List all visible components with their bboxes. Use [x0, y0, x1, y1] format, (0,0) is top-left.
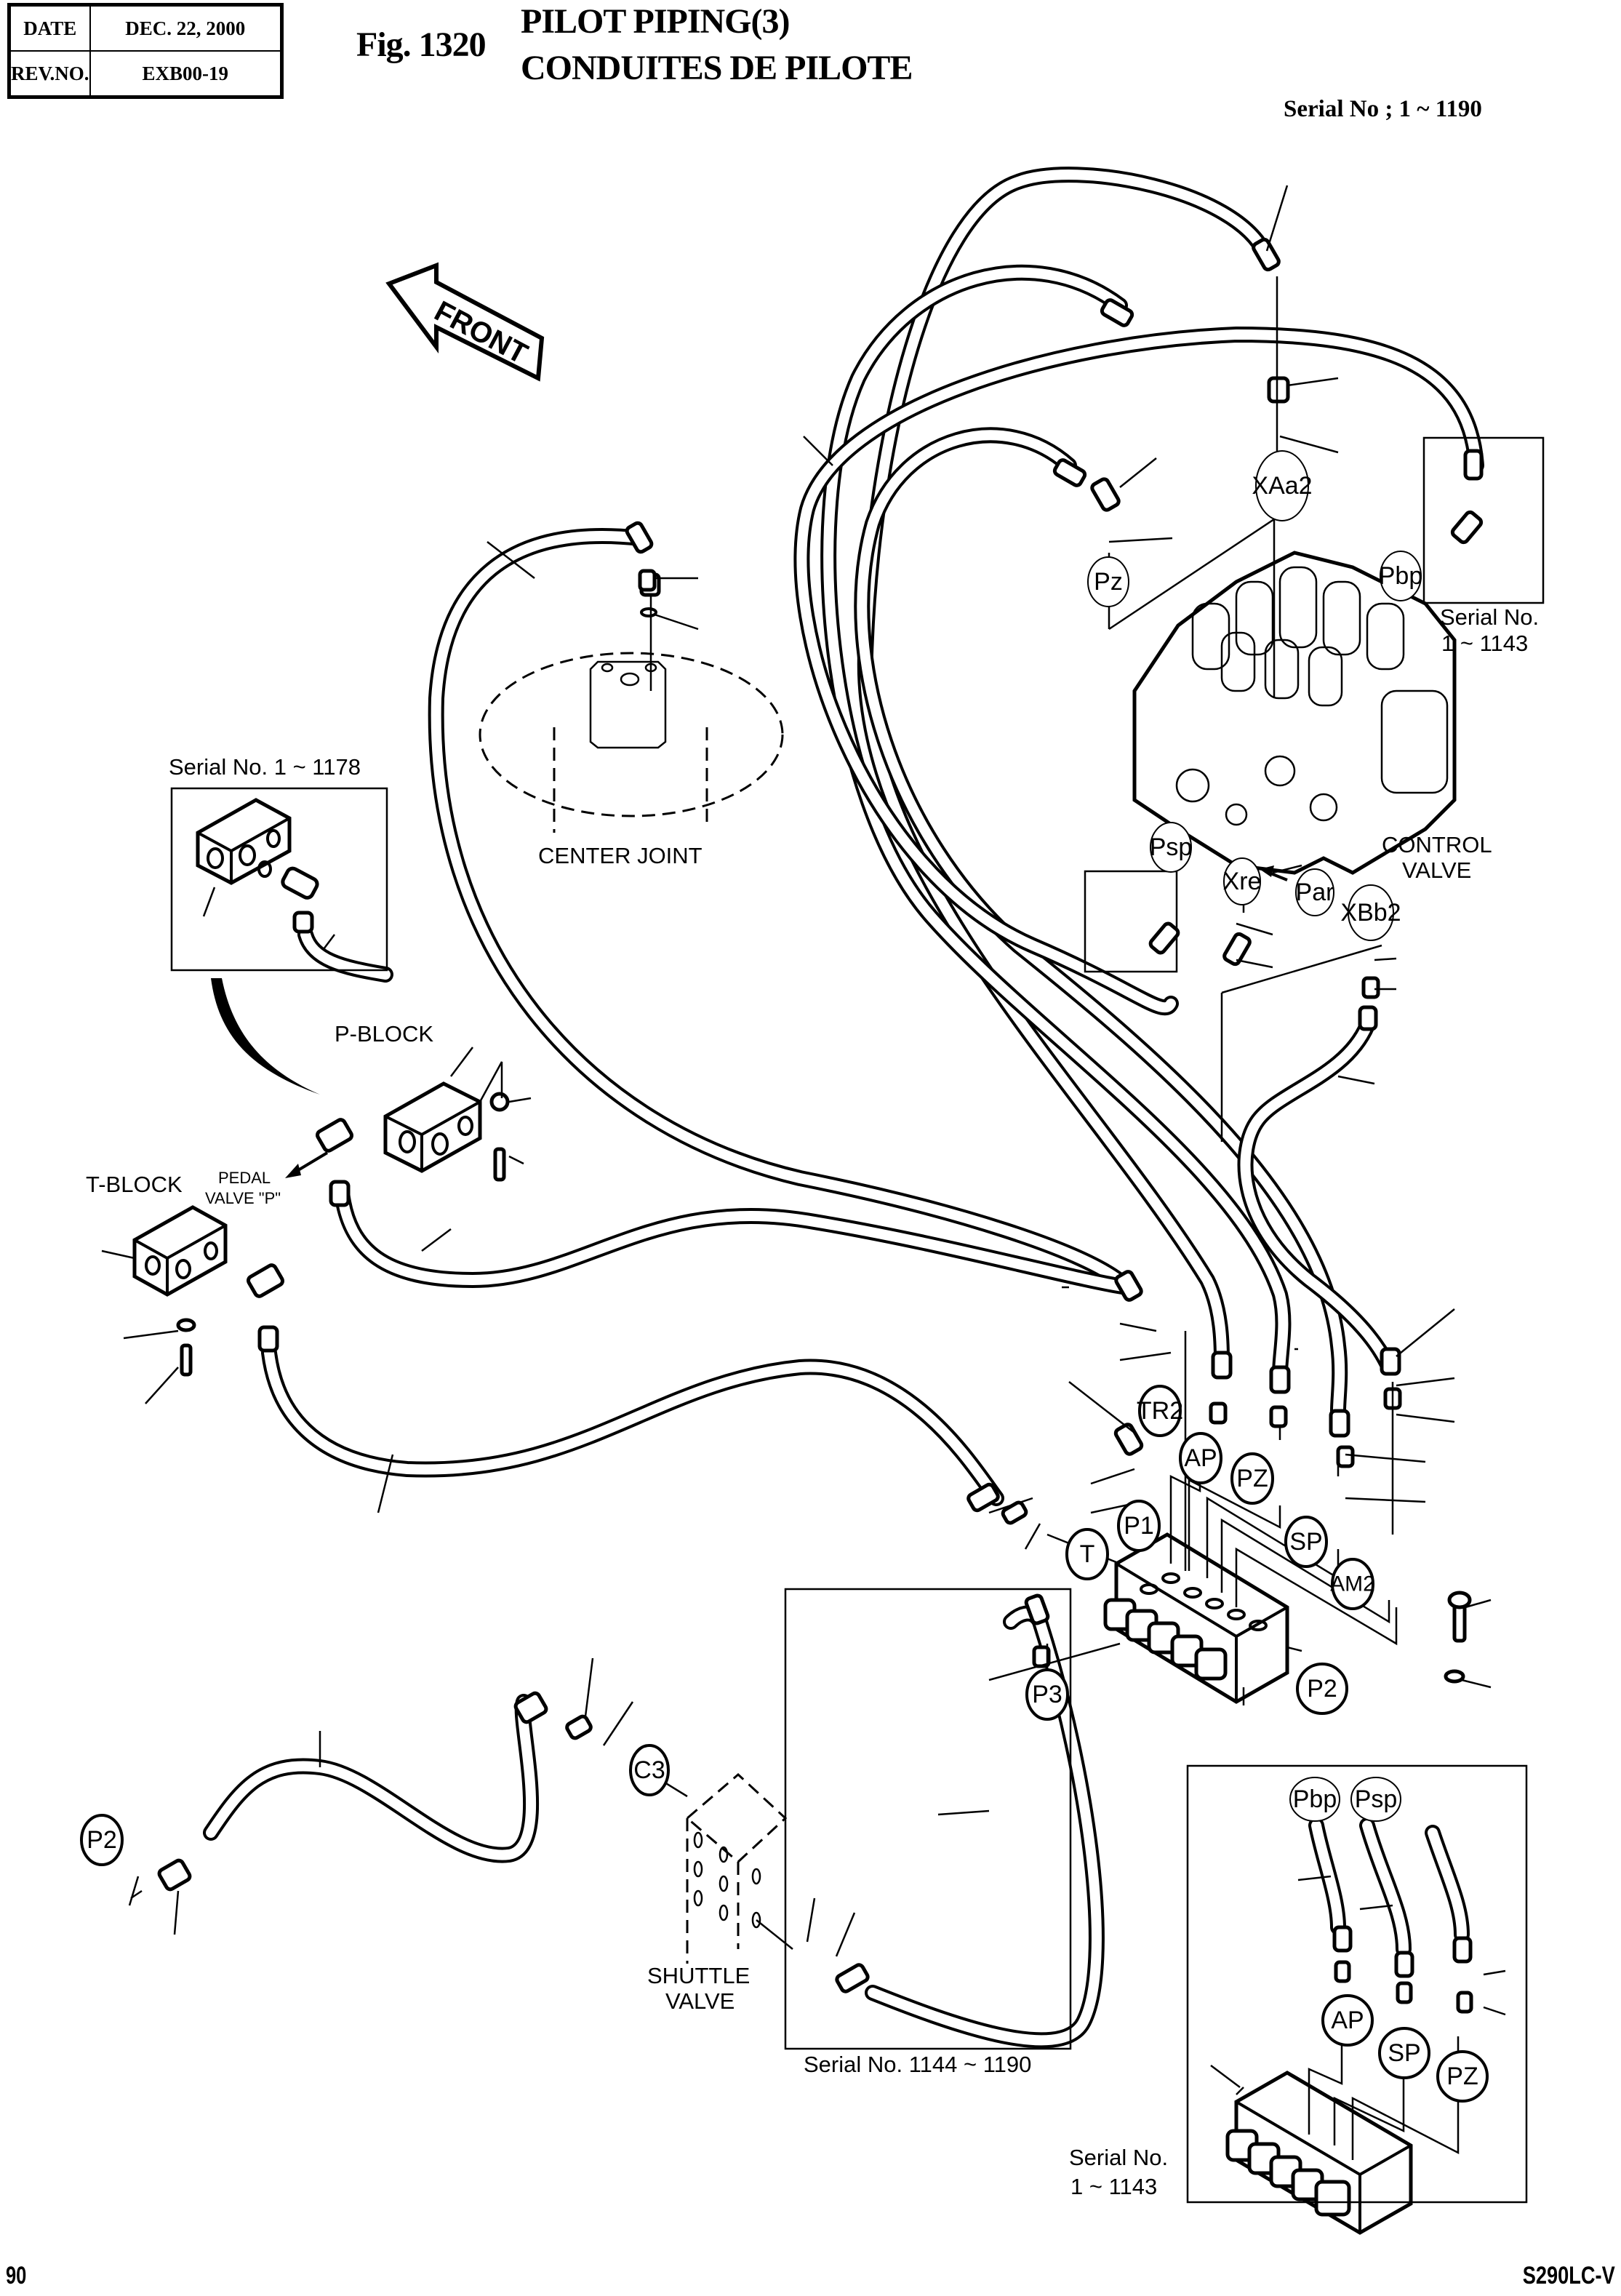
- callout-par: Par: [1295, 868, 1334, 916]
- shuttle-valve-label-line1: SHUTTLE: [647, 1963, 751, 1988]
- callout-p2-manifold: P2: [1296, 1663, 1348, 1715]
- center-joint: [479, 572, 784, 833]
- svg-text:Psp: Psp: [1150, 833, 1193, 861]
- date-value: DEC. 22, 2000: [89, 4, 283, 52]
- model-number: S290LC-V: [1523, 2262, 1615, 2289]
- svg-text:P3: P3: [1032, 1681, 1062, 1708]
- shuttle-valve-label-line2: VALVE: [665, 1988, 735, 2014]
- figure-number: Fig. 1320: [356, 25, 487, 64]
- inset-frame-pbp-fitting: [1422, 436, 1545, 604]
- callout-inset-pbp: Pbp: [1289, 1777, 1340, 1822]
- hose-top-loop-2: [820, 264, 1292, 1383]
- svg-text:TR2: TR2: [1137, 1397, 1183, 1425]
- fittings: [157, 237, 1484, 2014]
- callout-am2: AM2: [1330, 1558, 1375, 1610]
- front-arrow-icon: FRONT: [385, 262, 545, 382]
- callout-p2-left: P2: [80, 1814, 124, 1866]
- control-valve: [1132, 551, 1457, 875]
- callout-xaa2: XAa2: [1252, 450, 1313, 521]
- t-block: [132, 1205, 228, 1297]
- control-valve-label-line1: CONTROL: [1382, 832, 1492, 857]
- hose-tblock-to-t: [261, 1345, 1004, 1506]
- callout-ap: AP: [1179, 1432, 1222, 1484]
- callout-p3: P3: [1025, 1668, 1069, 1721]
- svg-text:Pz: Pz: [1094, 568, 1123, 596]
- pedal-valve-label-line1: PEDAL: [218, 1169, 271, 1187]
- svg-text:XAa2: XAa2: [1252, 472, 1312, 500]
- p-block-label: P-BLOCK: [335, 1021, 434, 1047]
- svg-text:PZ: PZ: [1236, 1465, 1268, 1492]
- serial-range: Serial No ; 1 ~ 1190: [1284, 96, 1482, 122]
- svg-text:Xre: Xre: [1223, 868, 1262, 895]
- svg-text:AP: AP: [1331, 2007, 1364, 2034]
- inset-manifold-block: [1225, 2071, 1413, 2235]
- inset-manifold-serial-line2: 1 ~ 1143: [1070, 2174, 1158, 2199]
- inset-frame-p-block: [170, 787, 388, 972]
- svg-text:Par: Par: [1296, 879, 1334, 906]
- rev-label: REV.NO.: [8, 50, 91, 98]
- svg-text:Pbp: Pbp: [1293, 1785, 1337, 1813]
- svg-text:XBb2: XBb2: [1340, 899, 1401, 927]
- callout-inset-sp: SP: [1378, 2027, 1430, 2079]
- title-english: PILOT PIPING(3): [521, 2, 790, 41]
- svg-text:T: T: [1080, 1540, 1095, 1568]
- hoses: [203, 167, 1484, 2049]
- svg-text:PZ: PZ: [1446, 2063, 1478, 2090]
- inset-shuttle-hose-serial: Serial No. 1144 ~ 1190: [804, 2052, 1032, 2077]
- svg-text:P2: P2: [1307, 1675, 1337, 1703]
- center-joint-label: CENTER JOINT: [538, 843, 703, 868]
- callout-inset-pz: PZ: [1436, 2050, 1489, 2103]
- inset-p-block-variant: [196, 798, 319, 934]
- svg-text:C3: C3: [633, 1756, 665, 1784]
- inset-frame-psp-fitting: [1084, 870, 1178, 973]
- svg-text:P1: P1: [1124, 1512, 1154, 1540]
- callout-p1: P1: [1117, 1500, 1161, 1552]
- inset-frame-shuttle-hose: [784, 1588, 1072, 2050]
- svg-text:Pbp: Pbp: [1379, 562, 1423, 590]
- rev-value: EXB00-19: [89, 50, 283, 98]
- page-number: 90: [6, 2262, 27, 2289]
- callout-pz: PZ: [1230, 1452, 1274, 1505]
- callout-xbb2: XBb2: [1340, 884, 1401, 941]
- hose-inset-manifold: [1308, 1817, 1470, 1957]
- callout-c3: C3: [629, 1744, 670, 1796]
- inset-pbp-serial-line2: 1 ~ 1143: [1441, 631, 1529, 656]
- hose-center-joint-to-shuttle: [428, 528, 1135, 1295]
- callout-pz-cv: Pz: [1087, 556, 1129, 607]
- revision-info-table: DATE DEC. 22, 2000 REV.NO. EXB00-19: [7, 3, 284, 99]
- callout-xre: Xre: [1223, 857, 1262, 905]
- pedal-valve-label-line2: VALVE "P": [205, 1189, 281, 1207]
- inset-manifold-serial-line1: Serial No.: [1069, 2145, 1169, 2170]
- svg-text:SP: SP: [1388, 2039, 1420, 2067]
- callout-tr2: TR2: [1137, 1385, 1183, 1437]
- hose-pblock-inset: [297, 927, 393, 983]
- callout-sp: SP: [1284, 1516, 1328, 1568]
- svg-text:AP: AP: [1184, 1444, 1217, 1472]
- p-block: [383, 1047, 482, 1173]
- inset-pbp-serial-line1: Serial No.: [1440, 604, 1540, 630]
- inset-frame-manifold: [1186, 1764, 1528, 2204]
- port-callouts: XAa2 Pz Pbp Psp Xre Par XBb2 TR2 AP PZ S…: [80, 450, 1489, 2103]
- hose-pbp-long: [793, 326, 1484, 1016]
- pilot-manifold-block: [1103, 1532, 1289, 1704]
- callout-inset-psp: Psp: [1350, 1777, 1401, 1822]
- callout-t: T: [1065, 1528, 1109, 1580]
- hose-xbb2-to-am2: [1237, 1017, 1397, 1375]
- callout-psp-cv: Psp: [1150, 822, 1193, 873]
- shuttle-valve: [685, 1772, 788, 1964]
- svg-text:SP: SP: [1289, 1528, 1322, 1556]
- date-label: DATE: [8, 4, 91, 52]
- control-valve-label-line2: VALVE: [1402, 857, 1472, 883]
- inset-p-block-serial: Serial No. 1 ~ 1178: [169, 754, 361, 780]
- svg-text:P2: P2: [87, 1826, 117, 1854]
- hose-pblock-to-tr2: [334, 1185, 1135, 1295]
- hose-p2-to-c3: [203, 1694, 540, 1863]
- callout-pbp-cv: Pbp: [1379, 551, 1423, 601]
- svg-text:Psp: Psp: [1355, 1785, 1398, 1813]
- t-block-label: T-BLOCK: [86, 1172, 183, 1197]
- callout-inset-ap: AP: [1321, 1994, 1374, 2047]
- title-french: CONDUITES DE PILOTE: [521, 49, 913, 87]
- svg-text:AM2: AM2: [1330, 1572, 1375, 1596]
